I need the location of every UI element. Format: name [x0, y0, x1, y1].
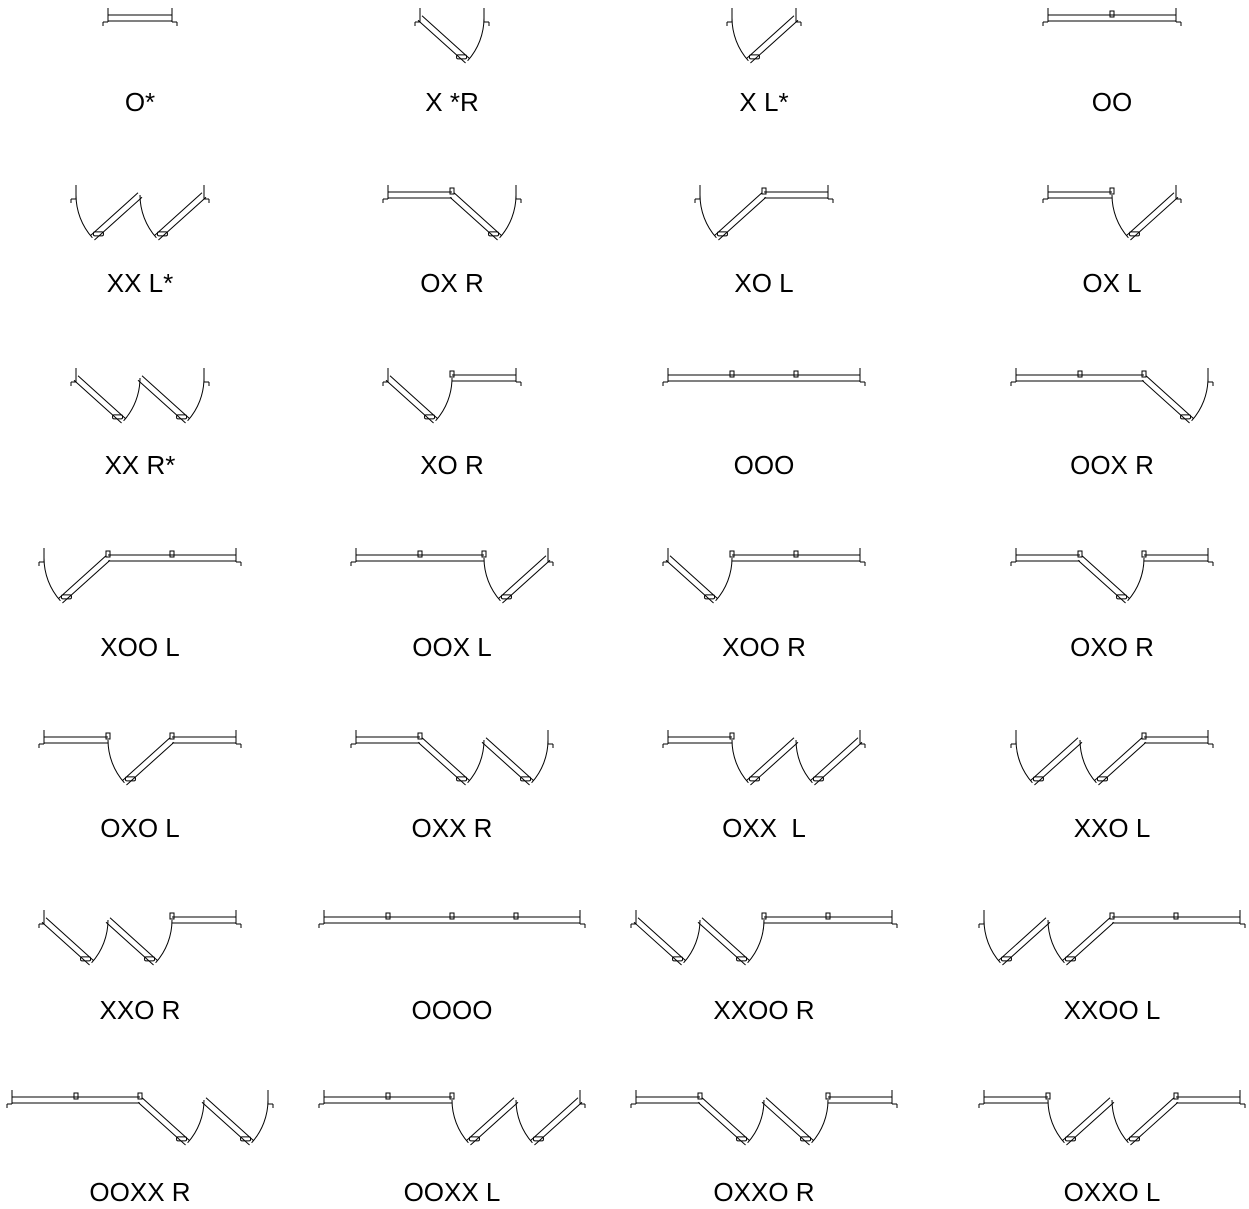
door-label: XX R*	[104, 450, 176, 480]
door-label: O*	[124, 87, 156, 117]
door-symbol-16	[1010, 548, 1214, 604]
door-label: OXX R	[411, 813, 493, 843]
door-label: XX L*	[106, 268, 174, 298]
door-symbol-5	[70, 185, 210, 241]
door-symbol-26	[318, 1090, 586, 1146]
door-label: OX L	[1082, 268, 1142, 298]
door-symbol-20	[1010, 730, 1214, 786]
door-symbol-25	[6, 1090, 274, 1146]
door-label: OXXO R	[713, 1177, 815, 1207]
door-symbol-28	[978, 1090, 1246, 1146]
door-label: XXOO R	[713, 995, 815, 1025]
door-label: OOO	[733, 450, 795, 480]
door-symbol-19	[662, 730, 866, 786]
door-label: OOXX R	[89, 1177, 191, 1207]
door-label: OOXX L	[403, 1177, 501, 1207]
door-symbol-18	[350, 730, 554, 786]
door-symbol-14	[350, 548, 554, 604]
door-symbol-11	[662, 368, 866, 386]
door-symbol-10	[382, 368, 522, 424]
door-symbol-3	[726, 8, 802, 64]
door-label: X *R	[425, 87, 479, 117]
door-symbol-22	[318, 910, 586, 928]
door-symbol-6	[382, 185, 522, 241]
door-symbol-12	[1010, 368, 1214, 424]
door-label: OO	[1091, 87, 1133, 117]
door-symbol-7	[694, 185, 834, 241]
door-symbol-4	[1042, 8, 1182, 26]
door-symbol-21	[38, 910, 242, 966]
door-symbol-17	[38, 730, 242, 786]
door-symbol-1	[102, 8, 178, 26]
door-symbol-13	[38, 548, 242, 604]
door-symbol-8	[1042, 185, 1182, 241]
door-label: XXO R	[99, 995, 181, 1025]
door-label: OXX L	[722, 813, 806, 843]
door-label: OOX R	[1070, 450, 1154, 480]
door-symbol-27	[630, 1090, 898, 1146]
door-label: XO L	[734, 268, 794, 298]
door-label: X L*	[739, 87, 789, 117]
door-label: OXO L	[100, 813, 180, 843]
door-label: OXXO L	[1063, 1177, 1161, 1207]
door-label: OX R	[420, 268, 484, 298]
door-label: OXO R	[1070, 632, 1154, 662]
door-label: XXOO L	[1063, 995, 1161, 1025]
door-symbol-23	[630, 910, 898, 966]
door-symbol-15	[662, 548, 866, 604]
door-symbol-9	[70, 368, 210, 424]
door-label: XO R	[420, 450, 484, 480]
door-label: OOOO	[411, 995, 493, 1025]
door-label: XOO L	[100, 632, 180, 662]
door-symbol-2	[414, 8, 490, 64]
door-label: XOO R	[722, 632, 806, 662]
door-symbol-24	[978, 910, 1246, 966]
door-label: XXO L	[1073, 813, 1151, 843]
door-label: OOX L	[412, 632, 492, 662]
